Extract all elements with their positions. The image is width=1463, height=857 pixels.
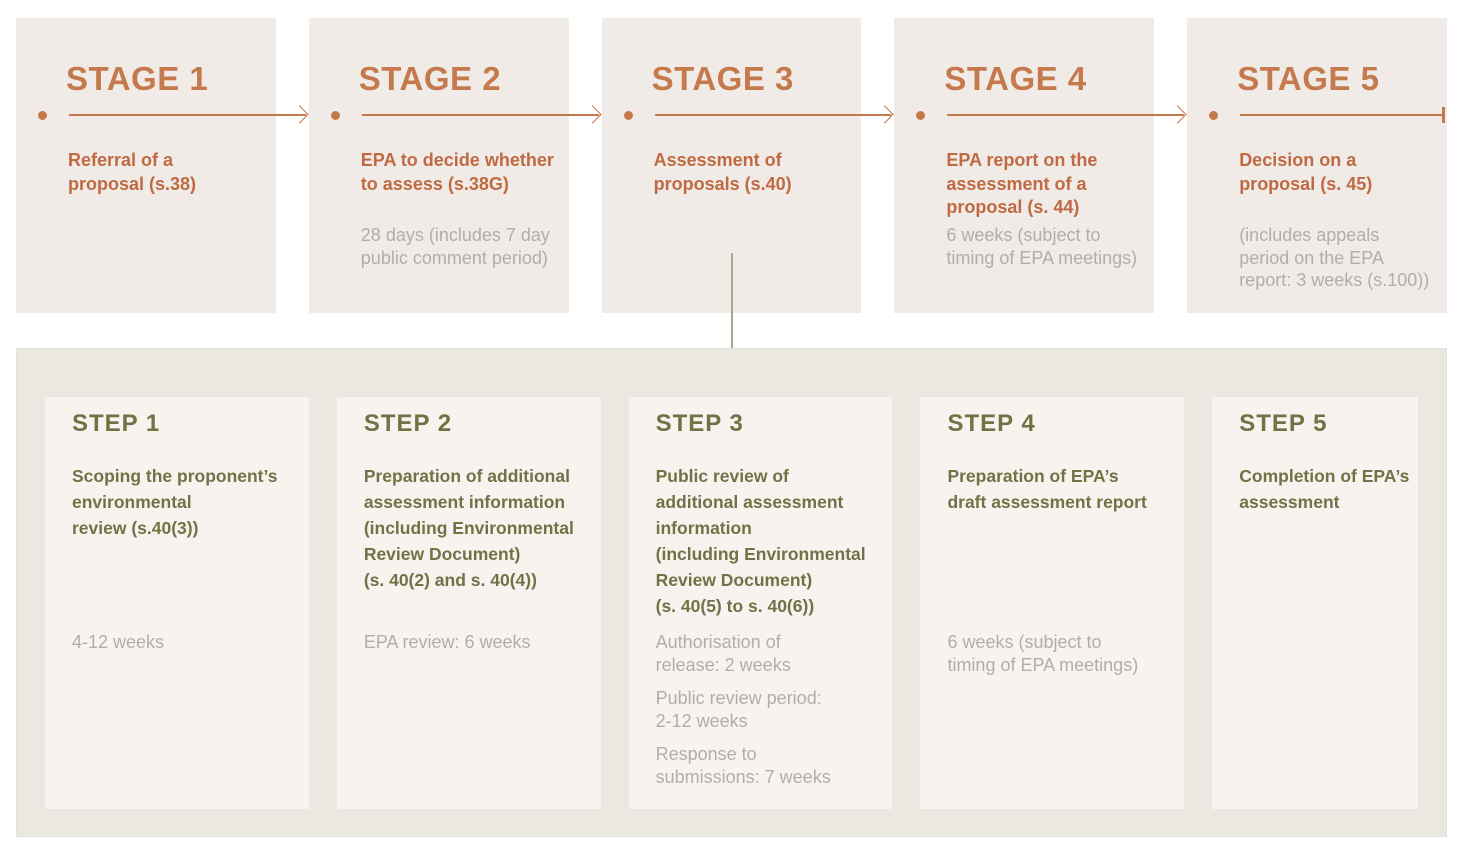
timeline-line — [69, 114, 306, 116]
timeline-dot-icon — [1209, 110, 1219, 120]
timeline-line — [654, 114, 892, 116]
stage-3-title: STAGE 3 — [651, 60, 794, 97]
step-1-description: Scoping the proponent’s environmental re… — [72, 466, 278, 538]
step-1-timing: 4-12 weeks — [72, 631, 299, 665]
stage-box-1: STAGE 1 Referral of a proposal (s.38) — [16, 18, 309, 313]
stage-2-title: STAGE 2 — [358, 60, 502, 97]
stage3-to-steps-connector-line — [731, 253, 733, 367]
stage-box-5: STAGE 5 Decision on a proposal (s. 45) (… — [1187, 18, 1447, 313]
timeline-dot-icon — [623, 110, 633, 120]
step-4-description: Preparation of EPA’s draft assessment re… — [947, 466, 1147, 512]
stage-4-timing: 6 weeks (subject to timing of EPA meetin… — [946, 225, 1138, 268]
arrow-right-icon — [1168, 104, 1187, 124]
timeline-dot-icon — [330, 110, 340, 120]
step-5-title: STEP 5 — [1239, 410, 1328, 437]
stage-5-title: STAGE 5 — [1237, 60, 1380, 97]
arrow-right-icon — [582, 104, 602, 124]
step-3-title: STEP 3 — [655, 410, 744, 437]
step-2-timing: EPA review: 6 weeks — [364, 631, 591, 665]
timing-line: 4-12 weeks — [72, 632, 165, 652]
stage-4-description: EPA report on the assessment of a propos… — [946, 150, 1098, 217]
step-1-title: STEP 1 — [72, 410, 161, 437]
step-3-description: Public review of additional assessment i… — [655, 466, 866, 616]
step-4-title: STEP 4 — [947, 410, 1036, 437]
step-4-timing: 6 weeks (subject to timing of EPA meetin… — [947, 631, 1174, 687]
step-5-description: Completion of EPA’s assessment — [1239, 466, 1410, 512]
timing-line: 6 weeks (subject to timing of EPA meetin… — [947, 632, 1139, 675]
stage-1-title: STAGE 1 — [66, 60, 209, 97]
stage-5-timing: (includes appeals period on the EPA repo… — [1239, 225, 1430, 290]
step-card-5: STEP 5 Completion of EPA’s assessment — [1212, 397, 1419, 809]
stage-box-4: STAGE 4 EPA report on the assessment of … — [894, 18, 1187, 313]
step-2-description: Preparation of additional assessment inf… — [363, 466, 574, 590]
step-card-3: STEP 3 Public review of additional asses… — [628, 397, 893, 809]
step-card-2: STEP 2 Preparation of additional assessm… — [336, 397, 601, 809]
timeline-line — [361, 114, 599, 116]
timing-line: Response to submissions: 7 weeks — [655, 744, 831, 787]
stage-box-2: STAGE 2 EPA to decide whether to assess … — [308, 18, 602, 313]
stage-4-title: STAGE 4 — [944, 60, 1087, 97]
timing-line: Authorisation of release: 2 weeks — [655, 632, 791, 675]
timing-line: Public review period: 2-12 weeks — [655, 688, 822, 731]
stage-5-description: Decision on a proposal (s. 45) — [1239, 150, 1373, 194]
arrow-right-icon — [875, 104, 895, 124]
stage-2-timing: 28 days (includes 7 day public comment p… — [360, 225, 550, 268]
arrow-right-icon — [290, 104, 309, 124]
timeline-dot-icon — [38, 110, 47, 120]
step-card-4: STEP 4 Preparation of EPA’s draft assess… — [920, 397, 1185, 809]
stage-2-description: EPA to decide whether to assess (s.38G) — [360, 150, 554, 194]
stages-row: STAGE 1 Referral of a proposal (s.38) ST… — [16, 18, 1447, 313]
step-card-1: STEP 1 Scoping the proponent’s environme… — [45, 397, 309, 809]
stage-3-description: Assessment of proposals (s.40) — [653, 150, 792, 194]
timeline-dot-icon — [916, 110, 926, 120]
step-2-title: STEP 2 — [363, 410, 453, 437]
stage-1-description: Referral of a proposal (s.38) — [68, 150, 197, 194]
step-3-timing: Authorisation of release: 2 weeks Public… — [656, 631, 883, 799]
timeline-end-bar — [1442, 107, 1445, 123]
steps-container: STEP 1 Scoping the proponent’s environme… — [16, 348, 1447, 837]
timeline-line — [1240, 114, 1444, 116]
timing-line: EPA review: 6 weeks — [363, 632, 531, 652]
timeline-line — [947, 114, 1185, 116]
